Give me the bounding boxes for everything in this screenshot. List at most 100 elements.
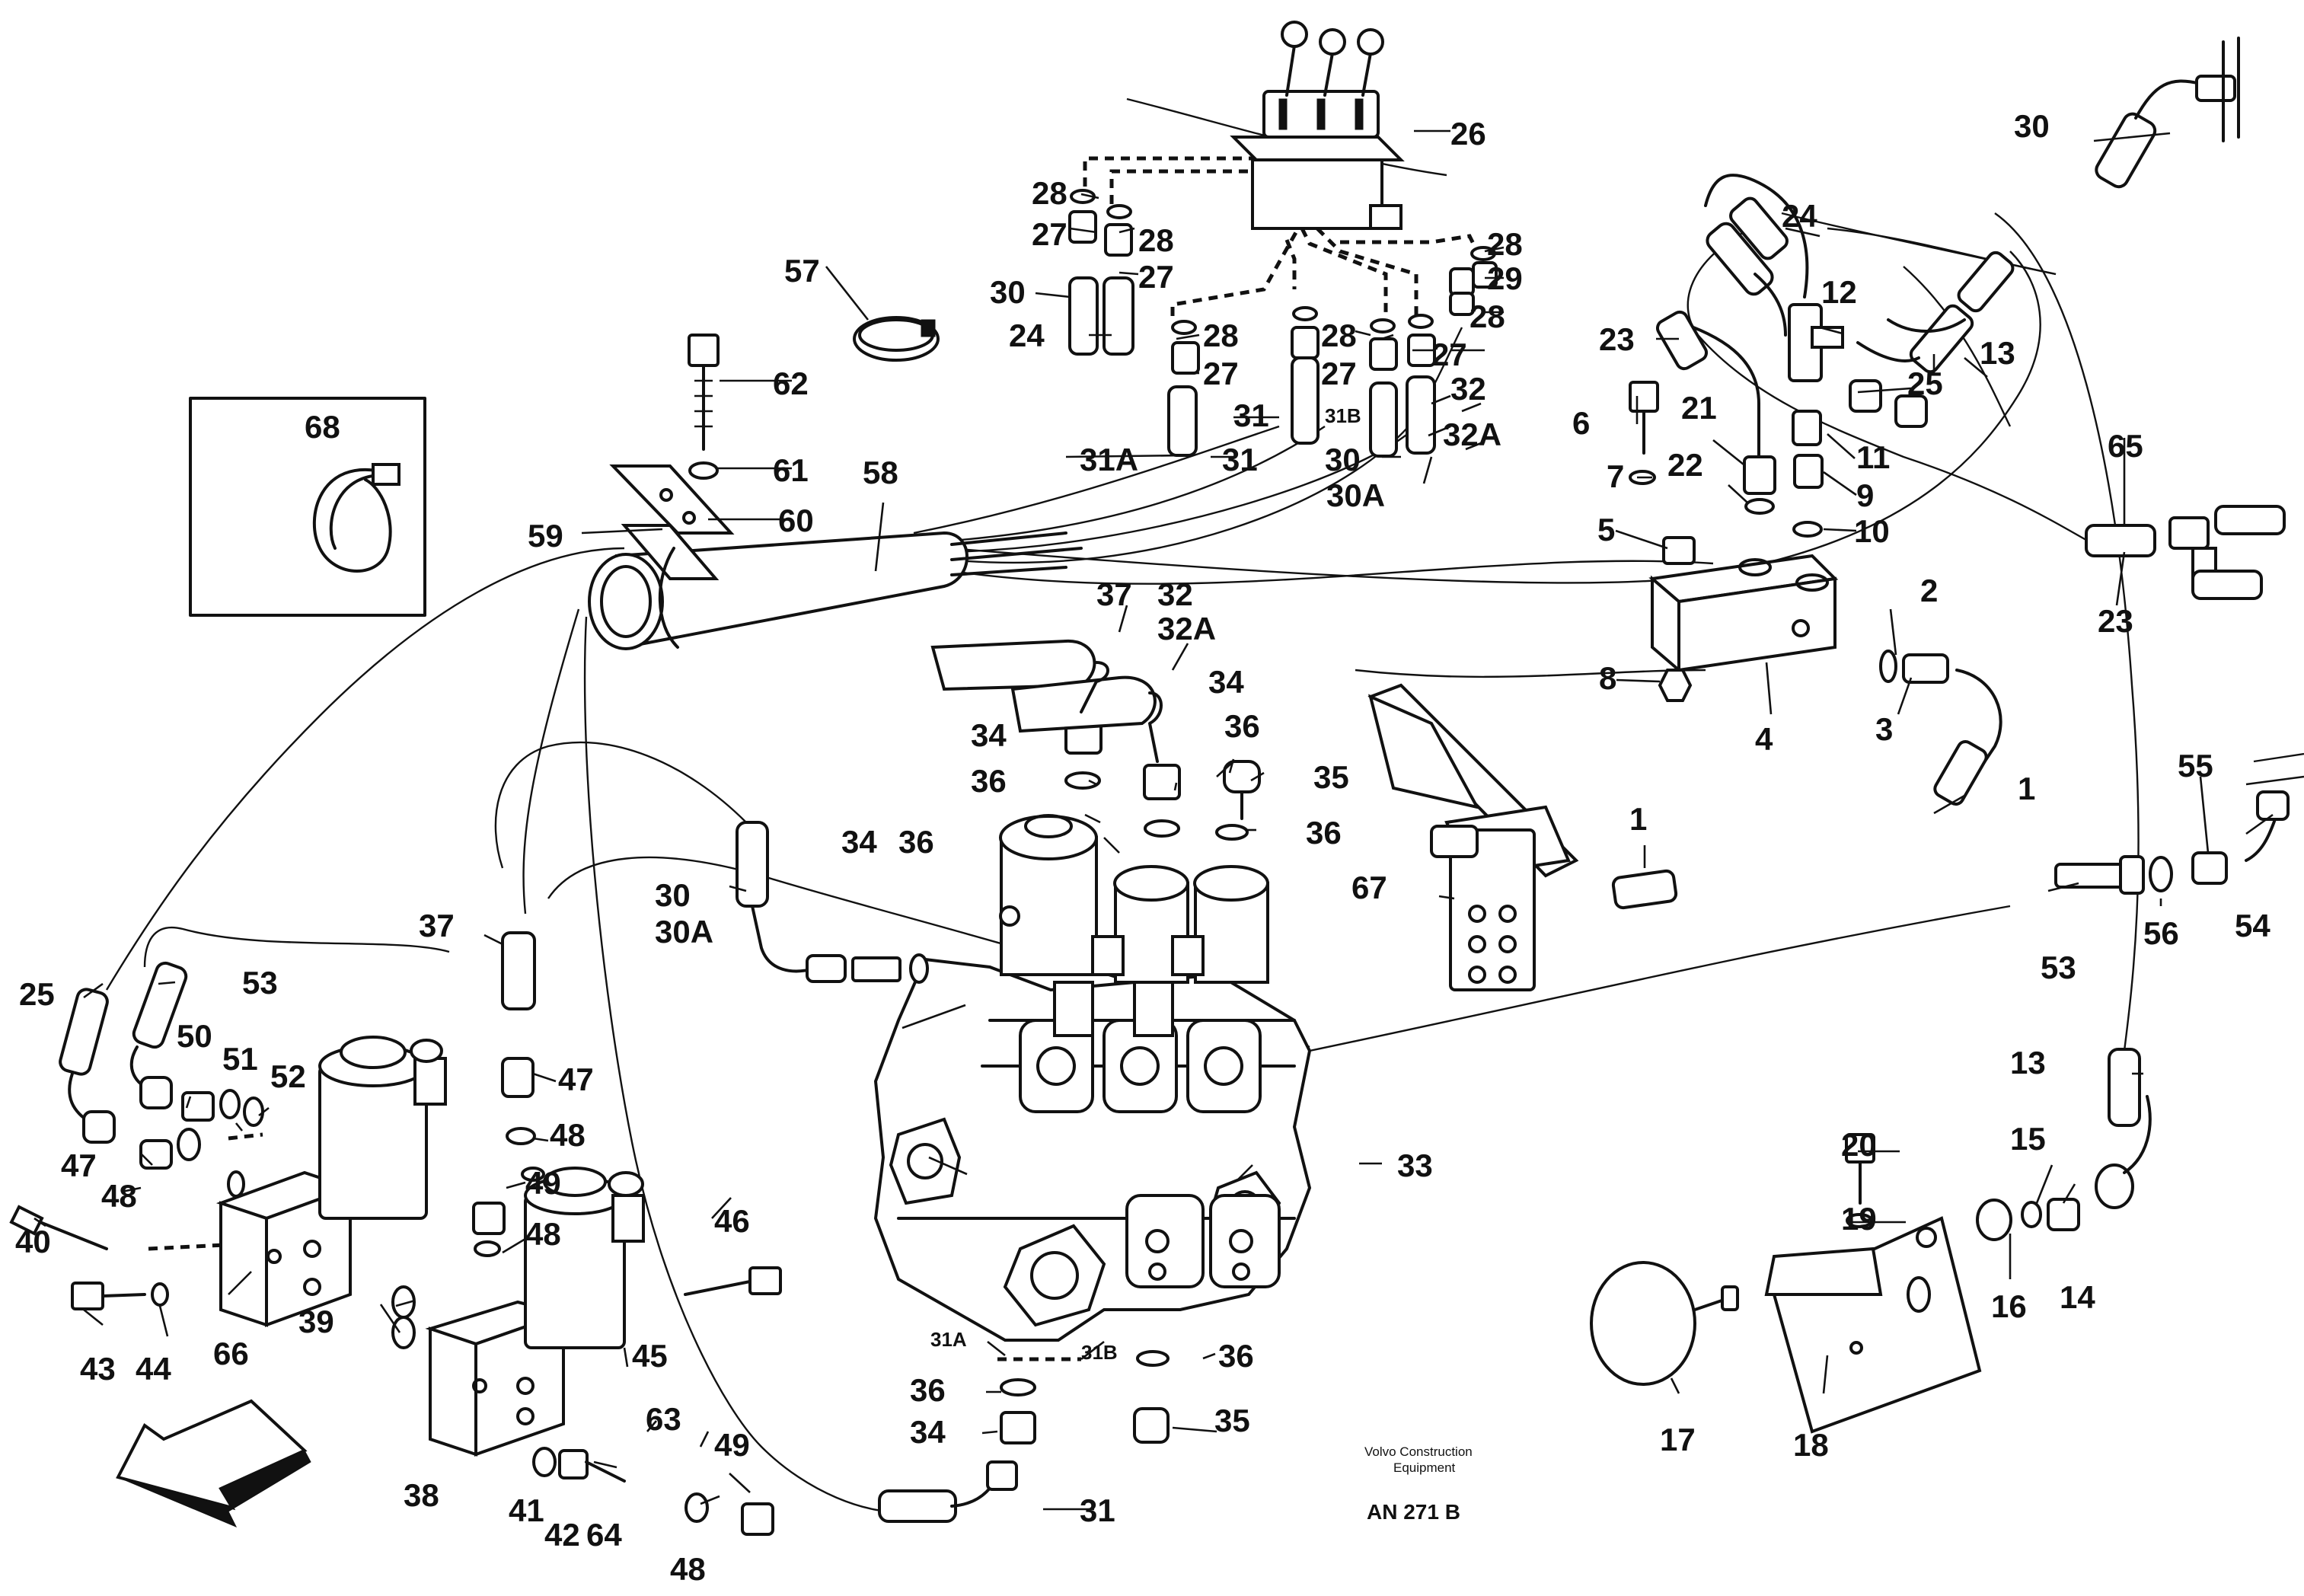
label-23: 23 <box>2098 603 2133 639</box>
pedal-valve-67 <box>1367 683 1579 991</box>
label-55: 55 <box>2178 748 2213 784</box>
label-10: 10 <box>1854 513 1890 549</box>
cable-tie-68 <box>313 463 400 573</box>
label-5: 5 <box>1597 512 1615 547</box>
label-18: 18 <box>1793 1427 1829 1463</box>
part-labels: 26 28 27 30 24 28 27 28 27 31 31B 31A 31… <box>15 108 2270 1587</box>
label-47: 47 <box>61 1148 97 1183</box>
label-37: 37 <box>419 908 455 943</box>
label-36: 36 <box>898 824 934 860</box>
pilot-control-valve <box>1230 21 1405 230</box>
label-48: 48 <box>550 1117 586 1153</box>
label-7: 7 <box>1607 458 1624 494</box>
label-22: 22 <box>1667 447 1703 483</box>
label-32: 32 <box>1450 371 1486 407</box>
label-8: 8 <box>1599 660 1616 696</box>
label-12: 12 <box>1821 274 1857 310</box>
label-14: 14 <box>2060 1279 2095 1315</box>
label-39: 39 <box>298 1304 334 1339</box>
label-34: 34 <box>1208 664 1244 700</box>
label-27: 27 <box>1032 216 1067 252</box>
hose-13-upper <box>1849 251 2015 428</box>
label-46: 46 <box>714 1203 750 1239</box>
pilot-fittings-stack <box>1068 189 1498 458</box>
label-31a: 31A <box>1080 442 1138 477</box>
label-41: 41 <box>509 1492 544 1528</box>
screw-62 <box>688 334 720 451</box>
hose-21 <box>1655 310 1776 495</box>
label-20: 20 <box>1841 1127 1877 1163</box>
hose-30-lower <box>736 821 929 984</box>
label-28: 28 <box>1470 298 1505 334</box>
label-31b: 31B <box>1325 404 1361 427</box>
label-63: 63 <box>646 1401 681 1437</box>
label-58: 58 <box>863 455 898 490</box>
hoses-25-53-lower <box>59 961 264 1144</box>
label-32a: 32A <box>1443 417 1501 452</box>
main-control-valve <box>873 814 1312 1342</box>
label-2: 2 <box>1920 573 1938 608</box>
hose-31-lower <box>878 1460 1018 1523</box>
label-31: 31 <box>1080 1492 1115 1528</box>
label-34: 34 <box>971 717 1007 753</box>
label-36: 36 <box>1218 1338 1254 1374</box>
label-62: 62 <box>773 365 809 401</box>
hose-clamp-57 <box>853 316 940 362</box>
label-11: 11 <box>1856 439 1890 475</box>
hose-protection-sleeve <box>588 531 1083 650</box>
drawing-reference: AN 271 B <box>1367 1500 1460 1524</box>
label-34: 34 <box>841 824 877 860</box>
hose-1 <box>1611 650 2002 910</box>
label-40: 40 <box>15 1224 51 1259</box>
label-34: 34 <box>910 1414 946 1450</box>
main-valve-fittings <box>1000 718 1261 1444</box>
label-28: 28 <box>1138 222 1174 258</box>
label-9: 9 <box>1856 477 1874 513</box>
label-19: 19 <box>1841 1201 1877 1237</box>
label-25: 25 <box>19 976 55 1012</box>
label-35: 35 <box>1313 759 1349 795</box>
label-17: 17 <box>1660 1422 1696 1457</box>
label-53: 53 <box>2041 950 2076 985</box>
company-name-line2: Equipment <box>1393 1460 1456 1475</box>
label-24: 24 <box>1782 198 1817 234</box>
valve-block-4 <box>1648 536 1839 674</box>
label-31b: 31B <box>1081 1341 1118 1364</box>
screw-6 <box>1629 381 1659 455</box>
screw-20 <box>1845 1133 1875 1205</box>
label-27: 27 <box>1431 337 1467 372</box>
label-48: 48 <box>101 1178 137 1214</box>
label-28: 28 <box>1203 318 1239 353</box>
footer: Volvo Construction Equipment AN 271 B <box>1364 1444 1473 1524</box>
label-64: 64 <box>586 1517 622 1553</box>
label-36: 36 <box>1306 815 1342 851</box>
label-23: 23 <box>1599 321 1635 357</box>
label-48: 48 <box>525 1216 561 1252</box>
label-51: 51 <box>222 1041 258 1077</box>
label-65: 65 <box>2108 428 2143 464</box>
label-67: 67 <box>1351 870 1387 905</box>
dashed-bars <box>148 1132 1081 1361</box>
label-49: 49 <box>525 1165 561 1201</box>
label-50: 50 <box>177 1018 212 1054</box>
label-30: 30 <box>2014 108 2050 144</box>
label-27: 27 <box>1203 356 1239 391</box>
accumulator-17 <box>1590 1261 1739 1386</box>
label-31a: 31A <box>930 1328 967 1351</box>
label-30a: 30A <box>655 914 713 950</box>
fittings-14-15-16 <box>1976 1048 2152 1241</box>
label-32: 32 <box>1157 576 1193 612</box>
label-28: 28 <box>1487 226 1523 262</box>
label-48: 48 <box>670 1551 706 1587</box>
hose-30-top <box>2095 37 2240 189</box>
label-32a: 32A <box>1157 611 1216 646</box>
label-36: 36 <box>1224 708 1260 744</box>
label-15: 15 <box>2010 1121 2046 1157</box>
label-3: 3 <box>1875 711 1893 747</box>
label-68: 68 <box>305 409 340 445</box>
label-27: 27 <box>1138 259 1174 295</box>
label-35: 35 <box>1214 1403 1250 1438</box>
label-6: 6 <box>1572 405 1590 441</box>
hose-24-upper <box>1706 222 1787 337</box>
